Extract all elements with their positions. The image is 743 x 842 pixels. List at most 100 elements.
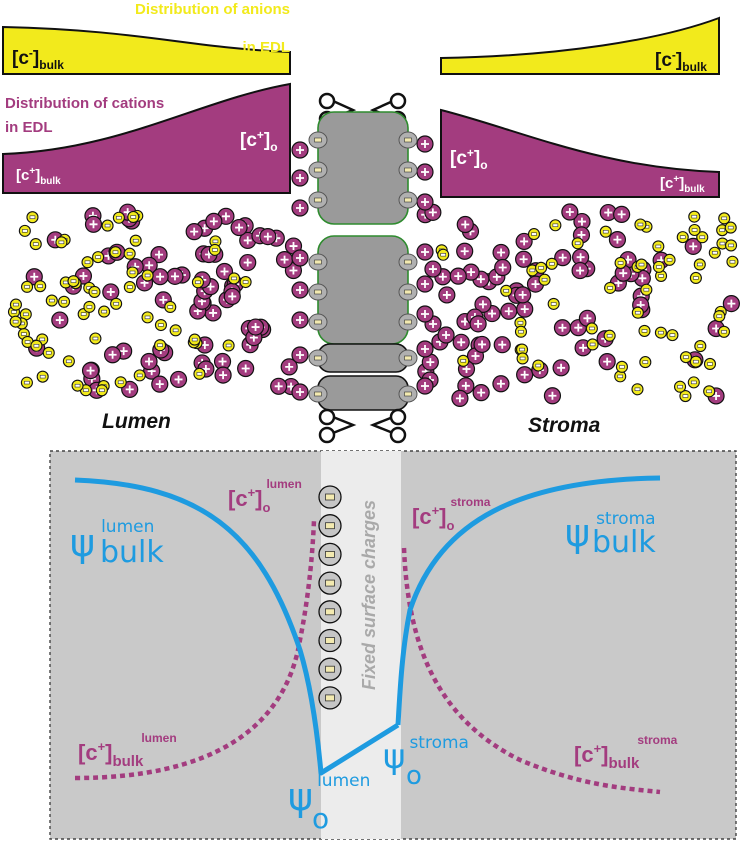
anion-ion-icon <box>713 310 726 323</box>
cation-ion-icon <box>416 135 434 153</box>
anion-ion-icon <box>34 280 47 293</box>
cation-ion-icon <box>275 251 294 269</box>
fixed-charge-icon <box>318 485 342 509</box>
membrane-surface-charges <box>308 131 418 403</box>
protein-complex-1 <box>317 111 409 225</box>
cation-ion-icon <box>416 305 434 323</box>
surface-charge-icon <box>308 191 328 209</box>
anion-ion-icon <box>133 369 146 382</box>
cation-bulk-conc-stroma: [c+]bulkstroma <box>574 733 678 772</box>
cation-title-line2: in EDL <box>5 119 53 136</box>
potential-curve-lumen <box>74 477 400 776</box>
fixed-charge-icon <box>318 571 342 595</box>
cation-ion-icon <box>571 261 589 280</box>
cation-surface-label-lumen: [c+]o <box>240 128 278 154</box>
anion-ion-icon <box>687 376 700 389</box>
cation-ion-icon <box>246 318 265 336</box>
anion-ion-icon <box>101 219 114 232</box>
anion-title-line1: Distribution of anions <box>135 1 290 18</box>
cation-surface-conc-stroma: [c+]ostroma <box>412 495 491 533</box>
cation-ion-icon <box>291 346 309 364</box>
cation-ion-icon <box>270 377 288 395</box>
anion-ion-icon <box>55 236 68 249</box>
anion-ion-icon <box>18 224 31 237</box>
anion-bulk-label-lumen: [c-]bulk <box>12 46 64 72</box>
anion-ion-icon <box>615 360 628 373</box>
anion-ion-icon <box>129 234 142 247</box>
anion-ion-icon <box>547 297 560 310</box>
cation-ion-icon <box>416 275 434 293</box>
anion-ion-icon <box>112 211 125 224</box>
cation-ion-icon <box>51 311 69 329</box>
cation-ion-icon <box>81 361 100 380</box>
cation-ion-icon <box>230 218 248 237</box>
anion-ion-icon <box>437 248 450 261</box>
surface-charge-icon <box>398 385 418 403</box>
psi-bulk-lumen-sub: bulk <box>100 535 164 570</box>
anion-ion-icon <box>532 359 545 372</box>
anion-ion-icon <box>652 240 665 253</box>
cation-conc-curve-lumen <box>74 519 317 781</box>
cation-ion-icon <box>494 258 512 277</box>
cation-ion-icon <box>722 294 740 313</box>
anion-ion-icon <box>604 281 617 294</box>
anion-ion-icon <box>114 376 127 389</box>
cation-ion-icon <box>169 370 188 389</box>
anion-ion-icon <box>222 339 235 352</box>
cation-ion-icon <box>416 163 434 181</box>
psi-surface-lumen-sub: o <box>312 802 329 835</box>
anion-ion-icon <box>689 271 702 285</box>
anion-ion-icon <box>724 221 737 234</box>
cation-ion-icon <box>416 243 434 261</box>
anion-ion-icon <box>652 260 665 273</box>
cation-ion-icon <box>554 249 572 267</box>
surface-charge-icon <box>308 349 328 367</box>
anion-ion-icon <box>515 343 529 356</box>
anion-ion-icon <box>42 346 55 359</box>
cation-ion-icon <box>421 353 439 371</box>
anion-ion-icon <box>67 275 80 288</box>
anion-ion-icon <box>110 297 123 310</box>
fixed-charge-column <box>318 485 342 710</box>
protein-complex-4 <box>317 375 409 411</box>
cation-ion-icon <box>185 223 203 241</box>
anion-ion-icon <box>123 281 136 294</box>
cation-ion-icon <box>416 340 434 358</box>
cation-ion-icon <box>515 232 533 251</box>
anion-profile-stroma <box>440 16 720 75</box>
anion-ion-icon <box>45 294 58 307</box>
cation-ion-icon <box>456 215 474 234</box>
cation-ion-icon <box>553 319 572 337</box>
anion-ion-icon <box>126 266 139 279</box>
anion-ion-icon <box>141 311 154 324</box>
cation-ion-icon <box>516 300 534 318</box>
anion-ion-icon <box>193 367 206 380</box>
cation-ion-icon <box>214 366 232 384</box>
fixed-charge-icon <box>318 686 342 710</box>
anion-ion-icon <box>693 258 706 271</box>
anion-ion-icon <box>127 210 140 224</box>
cation-ion-icon <box>280 358 298 376</box>
anion-ion-icon <box>30 339 43 352</box>
anion-ion-icon <box>703 357 717 371</box>
anion-ion-icon <box>679 390 692 403</box>
cation-ion-icon <box>416 377 434 395</box>
cation-surface-conc-lumen: [c+]olumen <box>228 477 302 515</box>
anion-ion-icon <box>208 243 221 256</box>
anion-ion-icon <box>679 351 693 364</box>
cation-ion-icon <box>516 366 534 384</box>
anion-ion-icon <box>9 298 22 311</box>
cation-profile-lumen <box>2 82 291 194</box>
fixed-charge-icon <box>318 628 342 653</box>
anion-ion-icon <box>538 273 551 286</box>
cation-ion-icon <box>151 375 169 393</box>
cation-title-line1: Distribution of cations <box>5 95 164 112</box>
cation-bulk-label-stroma: [c+]bulk <box>660 174 705 195</box>
anion-ion-icon <box>635 258 648 271</box>
surface-charge-icon <box>308 313 328 331</box>
cation-profile-stroma <box>440 108 720 198</box>
anion-ion-icon <box>83 300 96 313</box>
